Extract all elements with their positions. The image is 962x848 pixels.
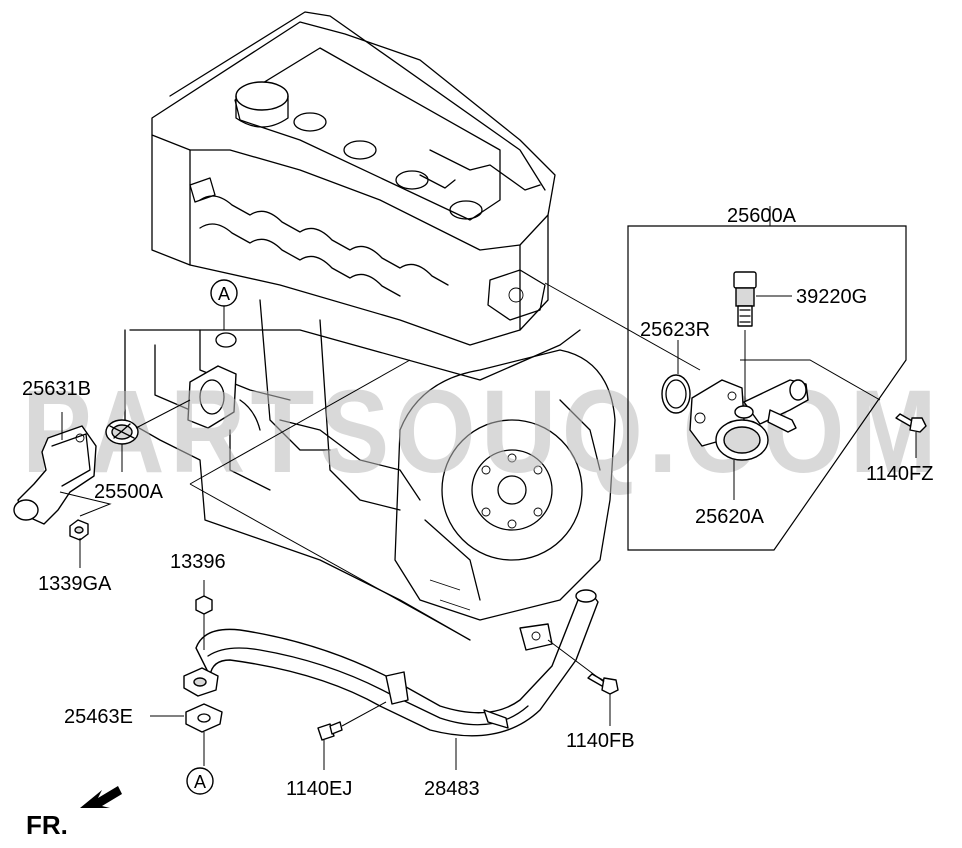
label-1140ej: 1140EJ bbox=[286, 778, 352, 800]
water-pipe-assembly bbox=[150, 359, 619, 770]
water-pipe bbox=[195, 593, 599, 737]
label-1339ga: 1339GA bbox=[38, 573, 112, 595]
reference-mark-a-lower-label: A bbox=[194, 772, 206, 792]
label-13396: 13396 bbox=[170, 551, 226, 573]
gasket-25463e bbox=[185, 703, 223, 733]
bolt-1140fb bbox=[587, 673, 619, 695]
water-inlet-fitting bbox=[17, 425, 97, 525]
water-inlet-assembly bbox=[13, 399, 191, 568]
reference-mark-a-lower: A bbox=[186, 767, 214, 795]
part-number-labels: 25600A 39220G 25623R 25631B 25500A 1140F… bbox=[22, 205, 933, 800]
reference-mark-a-upper: A bbox=[210, 279, 238, 330]
nut-1339ga bbox=[69, 519, 89, 541]
label-25631b: 25631B bbox=[22, 378, 91, 400]
bolt-1140fz bbox=[895, 413, 927, 433]
label-25623r: 25623R bbox=[640, 319, 710, 341]
coolant-outlet-assembly bbox=[544, 206, 927, 551]
front-direction-label: FR. bbox=[26, 810, 68, 840]
label-25500a: 25500A bbox=[94, 481, 164, 503]
assembly-frame-25600a bbox=[627, 225, 907, 551]
thermostat bbox=[105, 419, 139, 445]
label-25600a: 25600A bbox=[727, 205, 797, 227]
temperature-sensor bbox=[733, 271, 757, 327]
nut-13396 bbox=[195, 595, 213, 615]
label-28483: 28483 bbox=[424, 778, 480, 800]
label-25463e: 25463E bbox=[64, 706, 133, 728]
label-1140fz: 1140FZ bbox=[866, 463, 933, 485]
front-direction-indicator: FR. bbox=[26, 786, 122, 840]
engine-block bbox=[124, 11, 616, 641]
bolt-1140ej bbox=[317, 721, 343, 741]
coolant-outlet-housing bbox=[689, 379, 809, 461]
label-25620a: 25620A bbox=[695, 506, 765, 528]
label-1140fb: 1140FB bbox=[566, 730, 635, 752]
reference-mark-a-upper-label: A bbox=[218, 284, 230, 304]
label-39220g: 39220G bbox=[796, 286, 867, 308]
front-arrow-icon bbox=[80, 786, 122, 808]
